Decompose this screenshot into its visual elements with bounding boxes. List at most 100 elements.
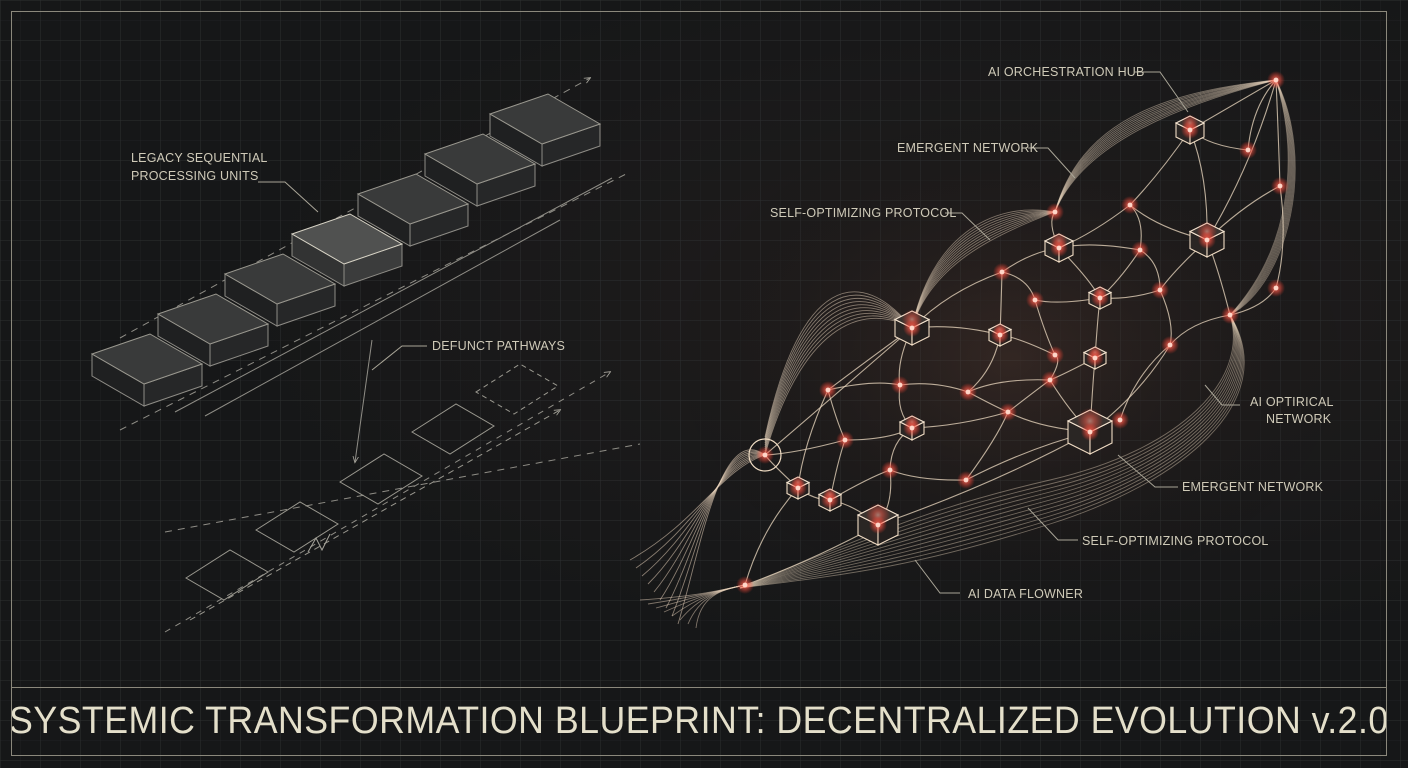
network-node (795, 485, 801, 491)
network-ring (748, 438, 782, 472)
flow-line (911, 211, 1056, 329)
flow-line (911, 211, 1056, 329)
flow-line (764, 307, 913, 448)
defunct-plate (255, 501, 339, 553)
emergent-network-label-top: EMERGENT NETWORK (897, 141, 1039, 155)
legacy-processing-section (90, 78, 631, 462)
flow-line (1229, 79, 1293, 316)
network-edge (1275, 79, 1281, 187)
flow-line (739, 314, 1240, 589)
flow-line (764, 291, 913, 438)
network-edge (744, 487, 799, 586)
network-node (825, 387, 831, 393)
network-node (1273, 77, 1279, 83)
flow-line (739, 314, 1242, 589)
legacy-block (223, 253, 337, 327)
flow-line (1054, 79, 1277, 213)
blueprint-title: SYSTEMIC TRANSFORMATION BLUEPRINT: DECEN… (11, 700, 1387, 742)
flow-line (1229, 79, 1289, 316)
network-node (1117, 417, 1123, 423)
network-node (1047, 377, 1053, 383)
legacy-block (356, 173, 470, 247)
network-node (909, 425, 915, 431)
network-node (897, 382, 903, 388)
network-node (1097, 295, 1103, 301)
network-node (1032, 297, 1038, 303)
network-node (965, 389, 971, 395)
network-node (1087, 429, 1093, 435)
flow-line (911, 211, 1056, 329)
self-optimizing-label-bottom: SELF-OPTIMIZING PROTOCOL (1082, 534, 1269, 548)
flow-line (764, 294, 913, 440)
legacy-block (290, 213, 404, 287)
network-node (999, 269, 1005, 275)
flow-line (1054, 79, 1277, 213)
network-node (1056, 245, 1062, 251)
title-band: SYSTEMIC TRANSFORMATION BLUEPRINT: DECEN… (11, 688, 1387, 756)
emergent-network-section (629, 71, 1296, 629)
flow-line (764, 297, 913, 442)
emergent-network-label-bottom: EMERGENT NETWORK (1182, 480, 1324, 494)
flow-line (764, 301, 913, 444)
orchestration-hub-label: AI ORCHESTRATION HUB (988, 65, 1145, 79)
defunct-arrow (189, 410, 560, 621)
flow-line (1229, 79, 1294, 316)
flow-line (739, 314, 1241, 589)
flow-line (739, 314, 1245, 589)
flow-line (764, 318, 913, 456)
flow-line (739, 314, 1239, 589)
flow-line (911, 211, 1056, 329)
network-node (1052, 209, 1058, 215)
flow-line (764, 313, 913, 452)
network-node (1092, 355, 1098, 361)
flow-line (1054, 79, 1277, 213)
flow-line (1054, 79, 1277, 213)
network-node (1137, 247, 1143, 253)
flow-line (1229, 79, 1292, 316)
defunct-plate (411, 403, 495, 455)
network-node (997, 332, 1003, 338)
defunct-pathways-section (164, 363, 641, 633)
flow-line (764, 315, 913, 454)
flow-line (764, 304, 913, 446)
flow-line (739, 314, 1234, 589)
flow-line (764, 310, 913, 450)
flow-line (1229, 79, 1291, 316)
network-node (1227, 312, 1233, 318)
legacy-block (90, 333, 204, 407)
flow-line (1054, 79, 1277, 213)
network-node (762, 452, 768, 458)
network-node (827, 497, 833, 503)
legacy-units-label-line1: LEGACY SEQUENTIAL (131, 151, 268, 165)
flow-line (739, 314, 1243, 589)
flow-line (739, 314, 1235, 589)
network-node (909, 325, 915, 331)
flow-line (739, 314, 1237, 589)
network-node (1005, 409, 1011, 415)
optical-network-label-line2: NETWORK (1266, 412, 1332, 426)
network-node (963, 477, 969, 483)
flow-line (911, 211, 1056, 329)
flow-line (1054, 79, 1277, 213)
flow-line (911, 211, 1056, 329)
legacy-block (423, 133, 537, 207)
network-edge (1206, 79, 1277, 241)
flow-line (739, 314, 1244, 589)
network-node (1187, 127, 1193, 133)
legacy-block (156, 293, 270, 367)
flow-line (1054, 79, 1277, 213)
flow-line (1229, 79, 1290, 316)
flow-line (911, 209, 1056, 329)
legacy-block (488, 93, 602, 167)
network-node (1052, 352, 1058, 358)
flow-line (1054, 79, 1277, 213)
network-node (1127, 202, 1133, 208)
network-node (1157, 287, 1163, 293)
network-node (842, 437, 848, 443)
network-node (1167, 342, 1173, 348)
label-leaders (258, 71, 1240, 594)
defunct-plate (185, 549, 269, 601)
network-node (742, 582, 748, 588)
network-node (1273, 285, 1279, 291)
